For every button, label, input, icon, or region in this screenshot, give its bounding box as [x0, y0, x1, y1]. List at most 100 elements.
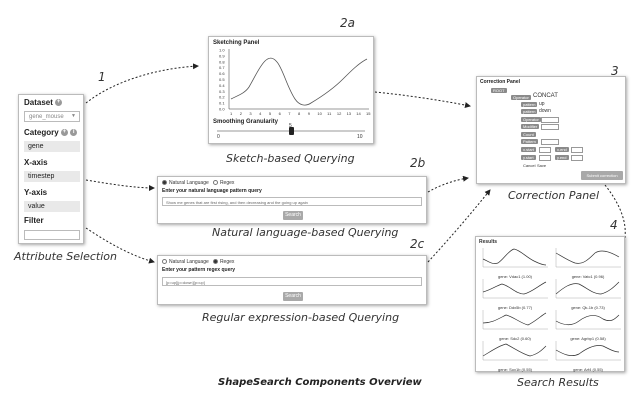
slider-min-label: 0 [217, 134, 220, 140]
regex-panel: Natural Language Regex Enter your patter… [157, 255, 427, 305]
root-node[interactable]: ROOT [491, 88, 507, 93]
regex-query-input[interactable]: [p=up][p=down][p=up] [162, 277, 422, 286]
add-dataset-icon[interactable]: + [55, 99, 63, 107]
correction-panel-title: Correction Panel [480, 79, 521, 85]
sketch-y-tick-label: 0.1 [219, 101, 225, 106]
xend-node[interactable]: x.end [555, 147, 569, 152]
operator-node[interactable]: Operator [511, 95, 531, 100]
xstart-node[interactable]: x.start [521, 147, 536, 152]
arrow-natural-to-correction [427, 175, 469, 193]
sketch-curve[interactable] [230, 57, 368, 106]
sketch-y-tick-label: 0.2 [219, 95, 225, 100]
radio-regex[interactable] [212, 259, 218, 265]
result-tile[interactable]: gene: Vdac1 (1.00) [480, 247, 550, 279]
sketching-panel-title: Sketching Panel [213, 40, 260, 46]
step-number-2c: 2c [410, 237, 425, 251]
sketch-y-tick-label: 0.9 [219, 53, 225, 58]
step-number-1: 1 [98, 70, 106, 84]
dataset-label: Dataset + [24, 98, 63, 107]
sketch-y-tick-label: 0.6 [219, 71, 225, 76]
sketch-x-tick-label: 2 [240, 111, 243, 116]
chevron-down-icon: ▼ [71, 113, 76, 119]
result-sparkline [555, 341, 621, 361]
result-tile[interactable]: gene: Qk-1b (0.73) [553, 278, 623, 310]
sketch-x-tick-label: 4 [259, 111, 262, 116]
modifier-node[interactable]: Modifier [521, 124, 540, 129]
result-tile[interactable]: gene: Sdc2 (0.60) [480, 309, 550, 341]
pattern-down-node[interactable]: pattern [521, 109, 538, 114]
pattern-up-node[interactable]: pattern [521, 102, 538, 107]
arrow-attr-to-natural [85, 179, 155, 191]
result-tile[interactable]: gene: Sox1b (0.55) [480, 340, 550, 372]
sketch-y-ticks: 1.00.90.80.70.60.50.40.30.20.10.0 [219, 48, 225, 112]
smoothing-slider-track[interactable] [217, 127, 365, 135]
operator2-node[interactable]: Operator [521, 117, 541, 122]
yaxis-label: Y-axis [24, 188, 48, 197]
pattern3-select[interactable] [541, 139, 559, 145]
smoothing-slider-thumb[interactable] [288, 127, 294, 135]
natural-query-input[interactable]: Show me genes that are first rising, and… [162, 197, 422, 206]
regex-search-button[interactable]: Search [283, 292, 303, 301]
xend-input[interactable] [571, 147, 583, 153]
sketch-x-tick-label: 6 [279, 111, 282, 116]
add-category-icon[interactable]: + [60, 129, 68, 137]
result-tile-label: gene: Agrbp1 (0.58) [570, 336, 606, 341]
pattern-up-value: up [539, 101, 545, 107]
yend-input[interactable] [571, 155, 583, 161]
result-tile[interactable]: gene: Ddx5b (0.77) [480, 278, 550, 310]
xstart-input[interactable] [539, 147, 551, 153]
radio-natural-language[interactable] [162, 259, 167, 265]
caption-regex-querying: Regular expression-based Querying [202, 311, 400, 324]
ystart-node[interactable]: y.start [521, 155, 536, 160]
smoothing-label: Smoothing Granularity [213, 119, 279, 125]
result-sparkline [482, 341, 548, 361]
result-tile-label: gene: Qk-1b (0.73) [571, 305, 605, 310]
natural-search-button[interactable]: Search [283, 211, 303, 220]
result-tile[interactable]: gene: Agrbp1 (0.58) [553, 309, 623, 341]
xaxis-label: X-axis [24, 158, 48, 167]
natural-prompt: Enter your natural language pattern quer… [162, 188, 262, 194]
yend-node[interactable]: y.end [555, 155, 569, 160]
dataset-select[interactable]: gene_mouse ▼ [24, 111, 80, 122]
natural-radio-group: Natural Language Regex [162, 180, 234, 186]
radio-regex[interactable] [212, 180, 218, 186]
arrow-regex-to-correction [427, 189, 491, 263]
info-icon[interactable]: i [70, 129, 78, 137]
sketch-x-tick-label: 7 [288, 111, 291, 116]
result-tile[interactable]: gene: Arf4 (0.55) [553, 340, 623, 372]
modifier-select[interactable] [541, 124, 559, 130]
save-button[interactable]: Save [537, 163, 547, 168]
filter-label: Filter [24, 216, 44, 225]
filter-input[interactable] [24, 230, 80, 240]
result-tile-label: gene: Ddx5b (0.77) [497, 305, 533, 310]
arrow-sketch-to-correction [374, 91, 471, 108]
result-sparkline [555, 248, 621, 268]
category-field[interactable]: gene [24, 141, 80, 152]
radio-natural-language[interactable] [162, 180, 167, 186]
category-label: Category + i [24, 128, 78, 137]
ystart-input[interactable] [539, 155, 551, 161]
yaxis-field[interactable]: value [24, 201, 80, 212]
submit-correction-button[interactable]: Submit correction [581, 171, 623, 180]
pattern3-node[interactable]: Pattern [521, 139, 538, 144]
sketch-y-tick-label: 0.0 [219, 107, 225, 112]
result-sparkline [482, 310, 548, 330]
results-panel: Results gene: Vdac1 (1.00) gene: Vatc1 (… [475, 236, 625, 372]
step-number-2b: 2b [410, 156, 426, 170]
operator-select[interactable] [541, 117, 559, 123]
xaxis-field[interactable]: timestep [24, 171, 80, 182]
result-tile[interactable]: gene: Vatc1 (0.96) [553, 247, 623, 279]
result-sparkline [555, 279, 621, 299]
cancel-button[interactable]: Cancel [523, 163, 536, 168]
caption-sketch-querying: Sketch-based Querying [226, 152, 355, 165]
count-node[interactable]: Count [521, 132, 536, 137]
correction-panel: Correction Panel ROOT Operator CONCAT pa… [476, 76, 626, 184]
results-title: Results [479, 239, 498, 245]
result-sparkline [555, 310, 621, 330]
sketch-x-tick-label: 9 [308, 111, 311, 116]
regex-prompt: Enter your pattern regex query [162, 267, 236, 273]
